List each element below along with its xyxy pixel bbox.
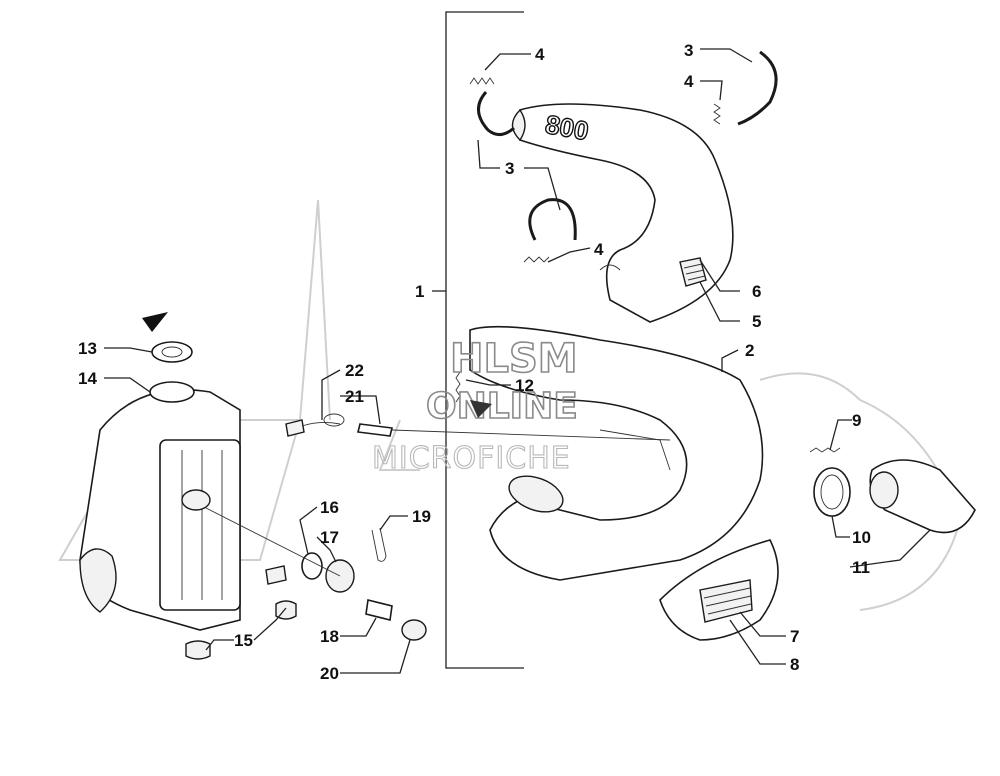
callout-11: 11: [852, 558, 870, 577]
callout-16: 16: [320, 498, 339, 517]
callout-12: 12: [515, 376, 534, 395]
callout-4-middle: 4: [594, 240, 604, 259]
watermark-line-2: ONLINE: [426, 386, 578, 427]
callout-18: 18: [320, 627, 339, 646]
watermark-arrow-icon: [470, 400, 492, 418]
callout-7: 7: [790, 627, 799, 646]
watermark: HLSM ONLINE MICROFICHE: [371, 335, 578, 476]
pin-part-18: [365, 599, 393, 621]
callout-9: 9: [852, 411, 861, 430]
callout-3-middle: 3: [505, 159, 514, 178]
spring-part-4-c: [523, 256, 550, 263]
ring-part-22: [323, 413, 345, 427]
callout-1: 1: [415, 282, 424, 301]
callout-4-top-right: 4: [684, 72, 694, 91]
callout-4-top-left: 4: [535, 45, 545, 64]
callout-15: 15: [234, 631, 253, 650]
outlet-port: [181, 489, 211, 511]
clip-part-19: [371, 527, 387, 562]
washer-part-16: [301, 552, 323, 580]
callout-13: 13: [78, 339, 97, 358]
callout-14: 14: [78, 369, 97, 388]
watermark-line-1: HLSM: [450, 336, 578, 382]
sensor-assembly: [285, 371, 671, 441]
mount-hardware-group: [205, 507, 427, 641]
muffler-cover-part-6: 800: [511, 103, 734, 323]
spring-part-4-b: [713, 103, 721, 125]
gasket-ring-part-13: [151, 341, 193, 363]
exhaust-manifold-group: [809, 447, 976, 534]
group-bracket-1: [432, 11, 524, 669]
direction-arrow-icon: [142, 312, 168, 332]
muffler-canister-part-14: [79, 381, 241, 631]
callout-10: 10: [852, 528, 871, 547]
nut-part-20: [401, 619, 427, 641]
callout-21: 21: [345, 387, 364, 406]
callout-labels: 1 2 3 3 4 4 4 5 6 7 8 9 10 11 12 13 14 1…: [78, 41, 871, 683]
sensor-connector: [285, 419, 305, 437]
watermark-line-3: MICROFICHE: [372, 441, 571, 476]
callout-20: 20: [320, 664, 339, 683]
grommet-part-15: [185, 565, 297, 660]
callout-5: 5: [752, 312, 761, 331]
clamp-part-3-b: [737, 50, 778, 126]
sensor-part-21: [357, 423, 393, 437]
clamp-part-3-a: [477, 91, 515, 136]
leader-lines: [104, 48, 931, 674]
spring-part-4-a: [469, 77, 495, 85]
expansion-chamber-part-2: [469, 325, 764, 581]
inlet-neck: [149, 381, 195, 403]
callout-17: 17: [320, 528, 339, 547]
spring-part-9: [809, 447, 841, 453]
clamp-part-3-c: [528, 198, 577, 241]
callout-6: 6: [752, 282, 761, 301]
callout-8: 8: [790, 655, 799, 674]
callout-22: 22: [345, 361, 364, 380]
spring-part-12: [455, 371, 461, 403]
callout-19: 19: [412, 507, 431, 526]
callout-3-top-right: 3: [684, 41, 693, 60]
callout-2: 2: [745, 341, 754, 360]
embossed-800-label: 800: [543, 109, 591, 146]
heat-shield-part-7: [659, 539, 779, 641]
clamp-spring-set: [469, 50, 778, 263]
